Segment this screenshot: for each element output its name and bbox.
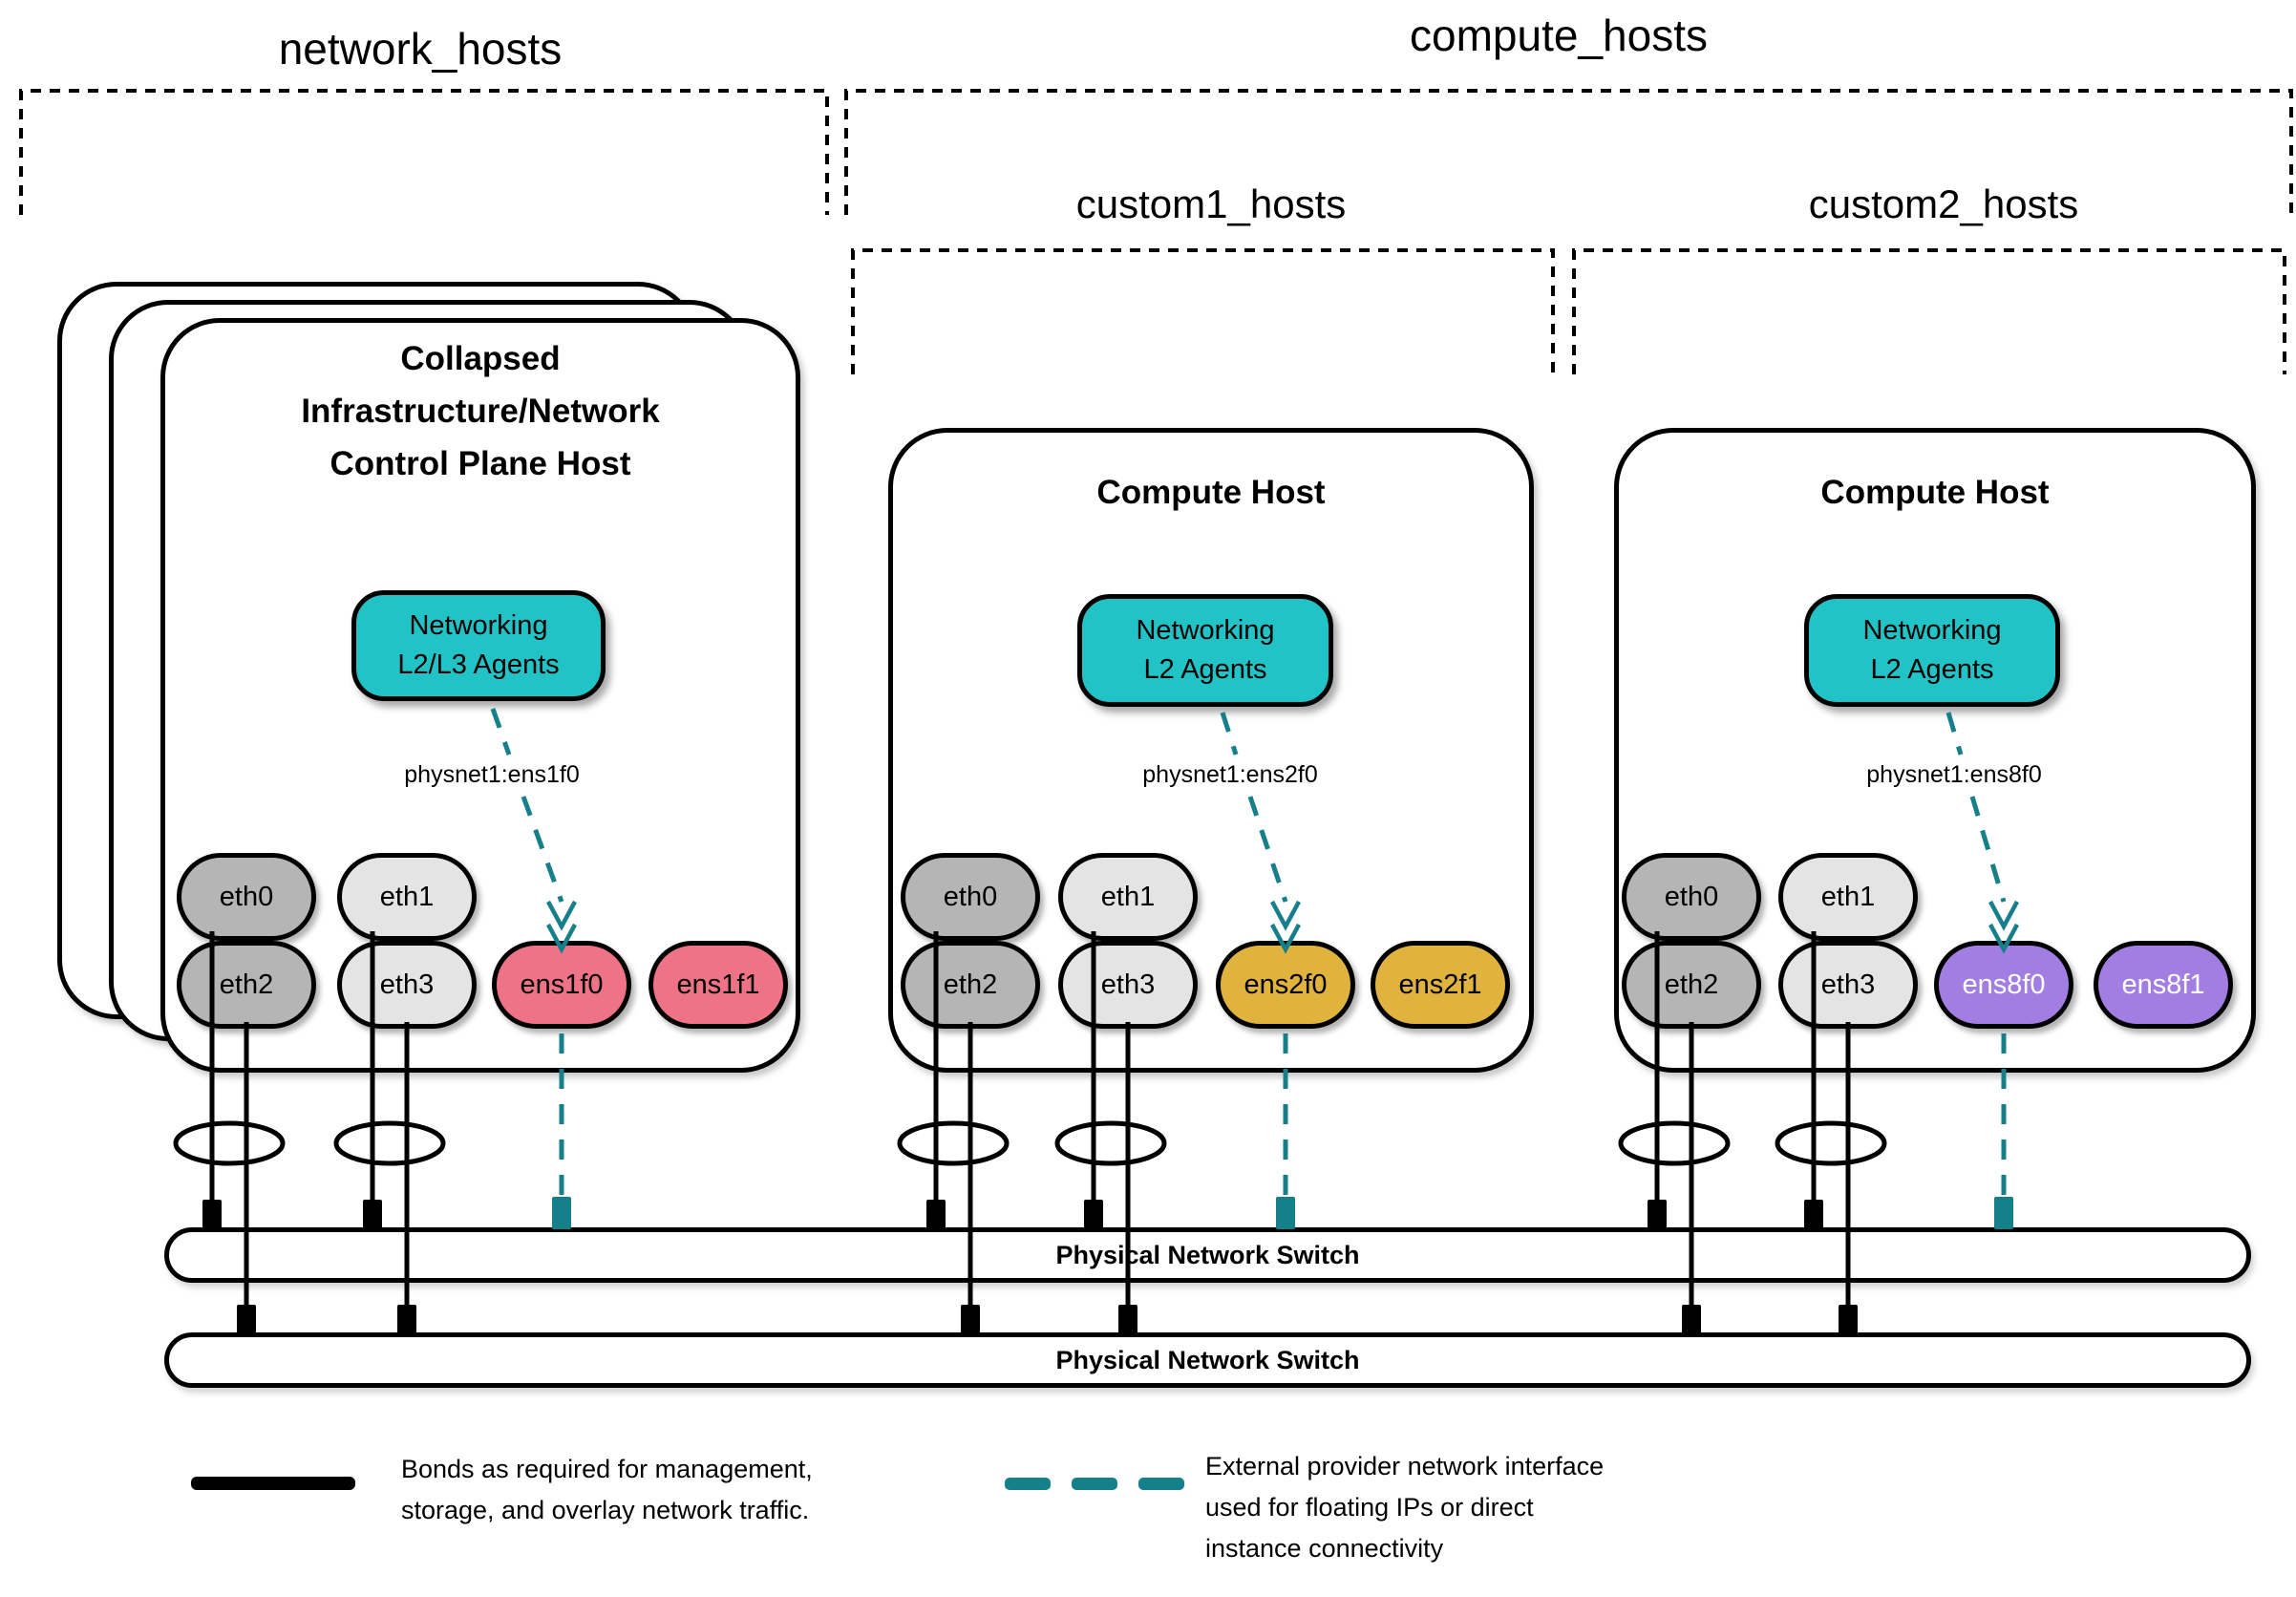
compute-host-1-ens2f0-pill: ens2f0 — [1216, 941, 1355, 1029]
legend-external-text: External provider network interface used… — [1205, 1452, 1605, 1563]
custom1-hosts-bracket — [851, 248, 1555, 374]
network-host-eth3-pill: eth3 — [337, 941, 477, 1029]
compute-host-2-ens8f0-pill: ens8f0 — [1934, 941, 2073, 1029]
bond-ellipse — [1618, 1120, 1731, 1166]
bond-ellipse — [333, 1120, 446, 1166]
legend-bond-text: Bonds as required for management, storag… — [401, 1455, 813, 1524]
compute-host-1-eth0-pill: eth0 — [901, 853, 1040, 941]
network-hosts-bracket — [19, 89, 829, 215]
compute-host-2-title: Compute Host — [1820, 474, 2050, 511]
physical-network-switch-bottom: Physical Network Switch — [164, 1332, 2251, 1388]
compute-host-1-agents-box: Networking L2 Agents — [1077, 594, 1333, 707]
compute-host-2-agents-box: Networking L2 Agents — [1804, 594, 2060, 707]
legend-bond-swatch — [191, 1477, 355, 1490]
group-label-custom2-hosts: custom2_hosts — [1808, 181, 2079, 226]
bond-ellipse — [1054, 1120, 1167, 1166]
network-host-eth2-pill: eth2 — [177, 941, 316, 1029]
compute-host-1-title: Compute Host — [1096, 474, 1326, 511]
physical-network-switch-top: Physical Network Switch — [164, 1227, 2251, 1283]
group-label-network-hosts: network_hosts — [278, 24, 563, 74]
network-host-eth0-pill: eth0 — [177, 853, 316, 941]
compute-host-1-eth2-pill: eth2 — [901, 941, 1040, 1029]
bond-ellipse — [897, 1120, 1010, 1166]
network-host-ens1f1-pill: ens1f1 — [648, 941, 788, 1029]
group-label-custom1-hosts: custom1_hosts — [1075, 181, 1347, 226]
bond-ellipse — [1775, 1120, 1887, 1166]
compute-host-2-eth1-pill: eth1 — [1778, 853, 1918, 941]
compute-host-2-ens8f1-pill: ens8f1 — [2094, 941, 2233, 1029]
group-label-compute-hosts: compute_hosts — [1410, 11, 1708, 60]
compute-host-1-ens2f1-pill: ens2f1 — [1371, 941, 1510, 1029]
legend-external-swatch — [1005, 1478, 1184, 1490]
network-host-title: Collapsed Infrastructure/Network Control… — [301, 340, 660, 482]
compute-host-2-eth0-pill: eth0 — [1622, 853, 1761, 941]
compute-host-2-eth3-pill: eth3 — [1778, 941, 1918, 1029]
compute-host-1-physnet-label: physnet1:ens2f0 — [1142, 761, 1318, 788]
compute-host-2-physnet-label: physnet1:ens8f0 — [1866, 761, 2042, 788]
compute-host-1-eth3-pill: eth3 — [1058, 941, 1198, 1029]
custom2-hosts-bracket — [1572, 248, 2286, 374]
network-host-physnet-label: physnet1:ens1f0 — [404, 761, 580, 788]
bond-ellipse — [173, 1120, 286, 1166]
compute-host-2-eth2-pill: eth2 — [1622, 941, 1761, 1029]
network-host-agents-box: Networking L2/L3 Agents — [351, 590, 606, 701]
network-host-ens1f0-pill: ens1f0 — [492, 941, 631, 1029]
compute-host-1-eth1-pill: eth1 — [1058, 853, 1198, 941]
network-host-eth1-pill: eth1 — [337, 853, 477, 941]
